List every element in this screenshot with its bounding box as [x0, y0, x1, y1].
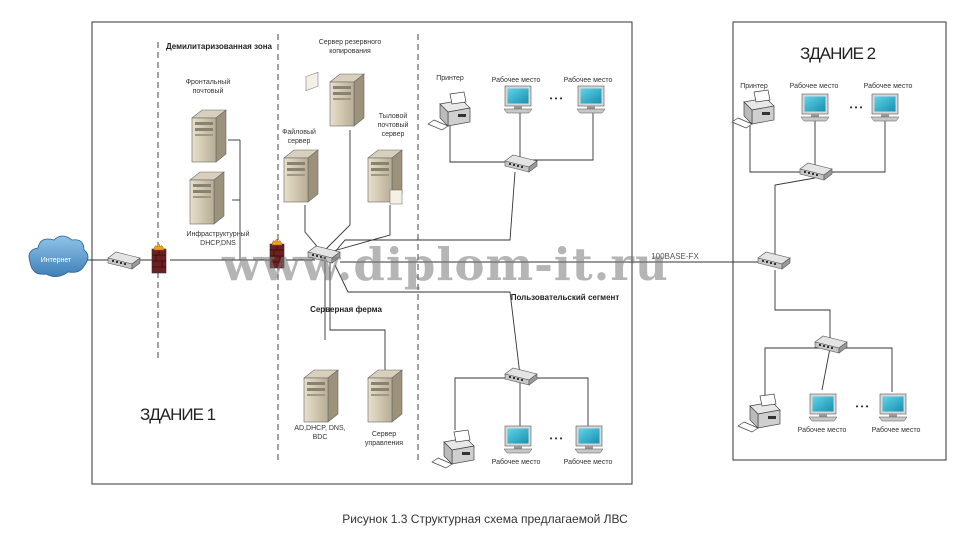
ellipsis: • • • [549, 94, 563, 103]
workstation-label: Рабочее место [563, 77, 613, 84]
building2-frame [732, 21, 947, 461]
printer-label: Принтер [436, 75, 464, 82]
infra-server-icon [189, 171, 225, 225]
ad-server-label: AD,DHCP, DNS, BDC [294, 425, 346, 441]
workstation-icon [503, 85, 533, 114]
b2-workstation-label: Рабочее место [871, 427, 921, 434]
ad-server-icon [303, 369, 339, 423]
b2-workstation-label: Рабочее место [863, 83, 913, 90]
workstation-label: Рабочее место [563, 459, 613, 466]
firewall-outer-icon [151, 243, 167, 274]
file-server-icon [283, 149, 319, 203]
user-switch-top-icon [504, 154, 538, 173]
infra-server-label: Инфраструктурный DHCP,DNS [186, 231, 250, 247]
building1-frame [91, 21, 633, 485]
backup-server-label: Сервер резервного копирования [318, 39, 382, 55]
rear-mail-label: Тыловой почтовый сервер [377, 113, 409, 138]
workstation-label: Рабочее место [491, 459, 541, 466]
b2-workstation-label: Рабочее место [797, 427, 847, 434]
dmz-label: Демилитаризованная зона [165, 42, 273, 51]
file-server-label: Файловый сервер [282, 129, 316, 145]
b2-core-switch-icon [757, 251, 791, 270]
b2-workstation-icon [808, 393, 838, 422]
figure-caption: Рисунок 1.3 Структурная схема предлагаем… [342, 512, 628, 526]
workstation-label: Рабочее место [491, 77, 541, 84]
internet-cloud-icon [28, 235, 89, 277]
b2-workstation-label: Рабочее место [789, 83, 839, 90]
building1-title: ЗДАНИЕ 1 [140, 405, 216, 424]
b2-ellipsis: • • • [849, 103, 863, 112]
b2-printer-icon [731, 89, 775, 129]
b2-switch-top-icon [799, 162, 833, 181]
server-farm-label: Серверная ферма [310, 305, 382, 314]
printer-icon [427, 91, 471, 131]
workstation-icon [574, 425, 604, 454]
edge-switch-icon [107, 251, 141, 270]
mgmt-server-icon [367, 369, 403, 423]
mgmt-server-label: Сервер управления [364, 431, 404, 447]
building2-title: ЗДАНИЕ 2 [800, 44, 876, 63]
user-switch-bottom-icon [504, 367, 538, 386]
front-mail-server-icon [191, 109, 227, 163]
b2-printer-label: Принтер [740, 83, 768, 90]
b2-ellipsis: • • • [855, 402, 869, 411]
user-segment-label: Пользовательский сегмент [510, 293, 620, 302]
b2-switch-bottom-icon [814, 335, 848, 354]
workstation-icon [503, 425, 533, 454]
b2-workstation-icon [800, 93, 830, 122]
watermark: www.diplom-it.ru [222, 238, 669, 291]
workstation-icon [576, 85, 606, 114]
backup-server-icon [329, 73, 365, 127]
ellipsis: • • • [549, 434, 563, 443]
printer-icon [431, 429, 475, 469]
link-label: 100BASE-FX [651, 252, 699, 261]
front-mail-label: Фронтальный почтовый [185, 79, 231, 95]
b2-workstation-icon [878, 393, 908, 422]
b2-printer-icon [737, 393, 781, 433]
internet-label: Интернет [40, 257, 72, 264]
